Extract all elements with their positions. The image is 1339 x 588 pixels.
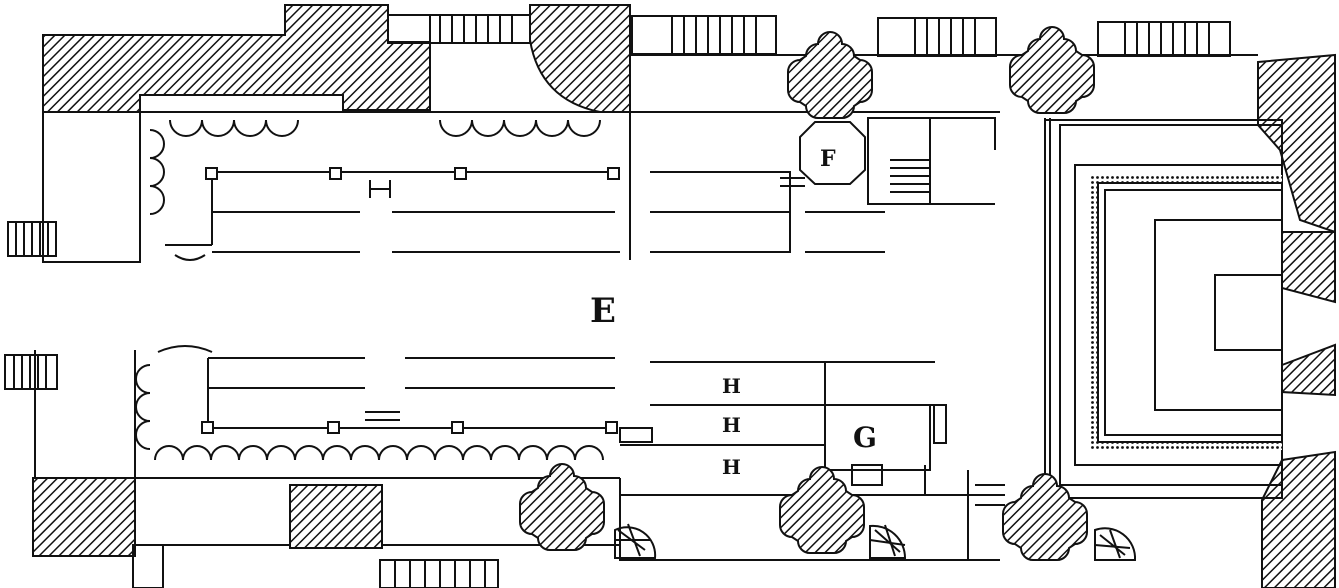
masonry-bottom-left [32, 477, 136, 557]
lower-wing [4, 345, 620, 588]
label-h-3: H [722, 455, 741, 479]
pier-top-1 [787, 31, 873, 119]
f-area [650, 117, 996, 253]
courtyard [1044, 118, 1283, 500]
stair-top-4 [1097, 21, 1231, 57]
f-octagon [799, 121, 866, 185]
label-h-1: H [722, 374, 741, 398]
label-h-2: H [722, 413, 741, 437]
label-f: F [820, 146, 836, 172]
spiral-stair-3 [1094, 527, 1137, 561]
arcade-lower-side [135, 364, 151, 450]
pier-bottom-2 [779, 466, 865, 554]
spiral-stair-1 [614, 523, 657, 559]
masonry-right-bottom [1261, 450, 1336, 588]
upper-wing [7, 111, 631, 263]
arcade-lower [154, 445, 604, 461]
masonry-bottom-mid [289, 484, 383, 549]
masonry-right-mid2 [1281, 343, 1336, 397]
stair-top-3 [877, 17, 997, 57]
masonry-blocks [32, 4, 1336, 588]
masonry-top-left [42, 4, 431, 113]
label-e: E [590, 291, 616, 331]
masonry-top-curved [529, 4, 631, 113]
pier-top-2 [1009, 26, 1095, 114]
stair-top-2 [631, 15, 777, 55]
masonry-right-mid1 [1281, 231, 1336, 304]
arcade-upper [169, 119, 601, 137]
stair-top-1 [387, 14, 531, 44]
spiral-stair-2 [869, 524, 907, 559]
pier-bottom-3 [1002, 473, 1088, 561]
pier-bottom-1 [519, 463, 605, 551]
label-g: G [853, 421, 877, 454]
piers [519, 26, 1095, 561]
arcade-upper-side [149, 129, 165, 215]
